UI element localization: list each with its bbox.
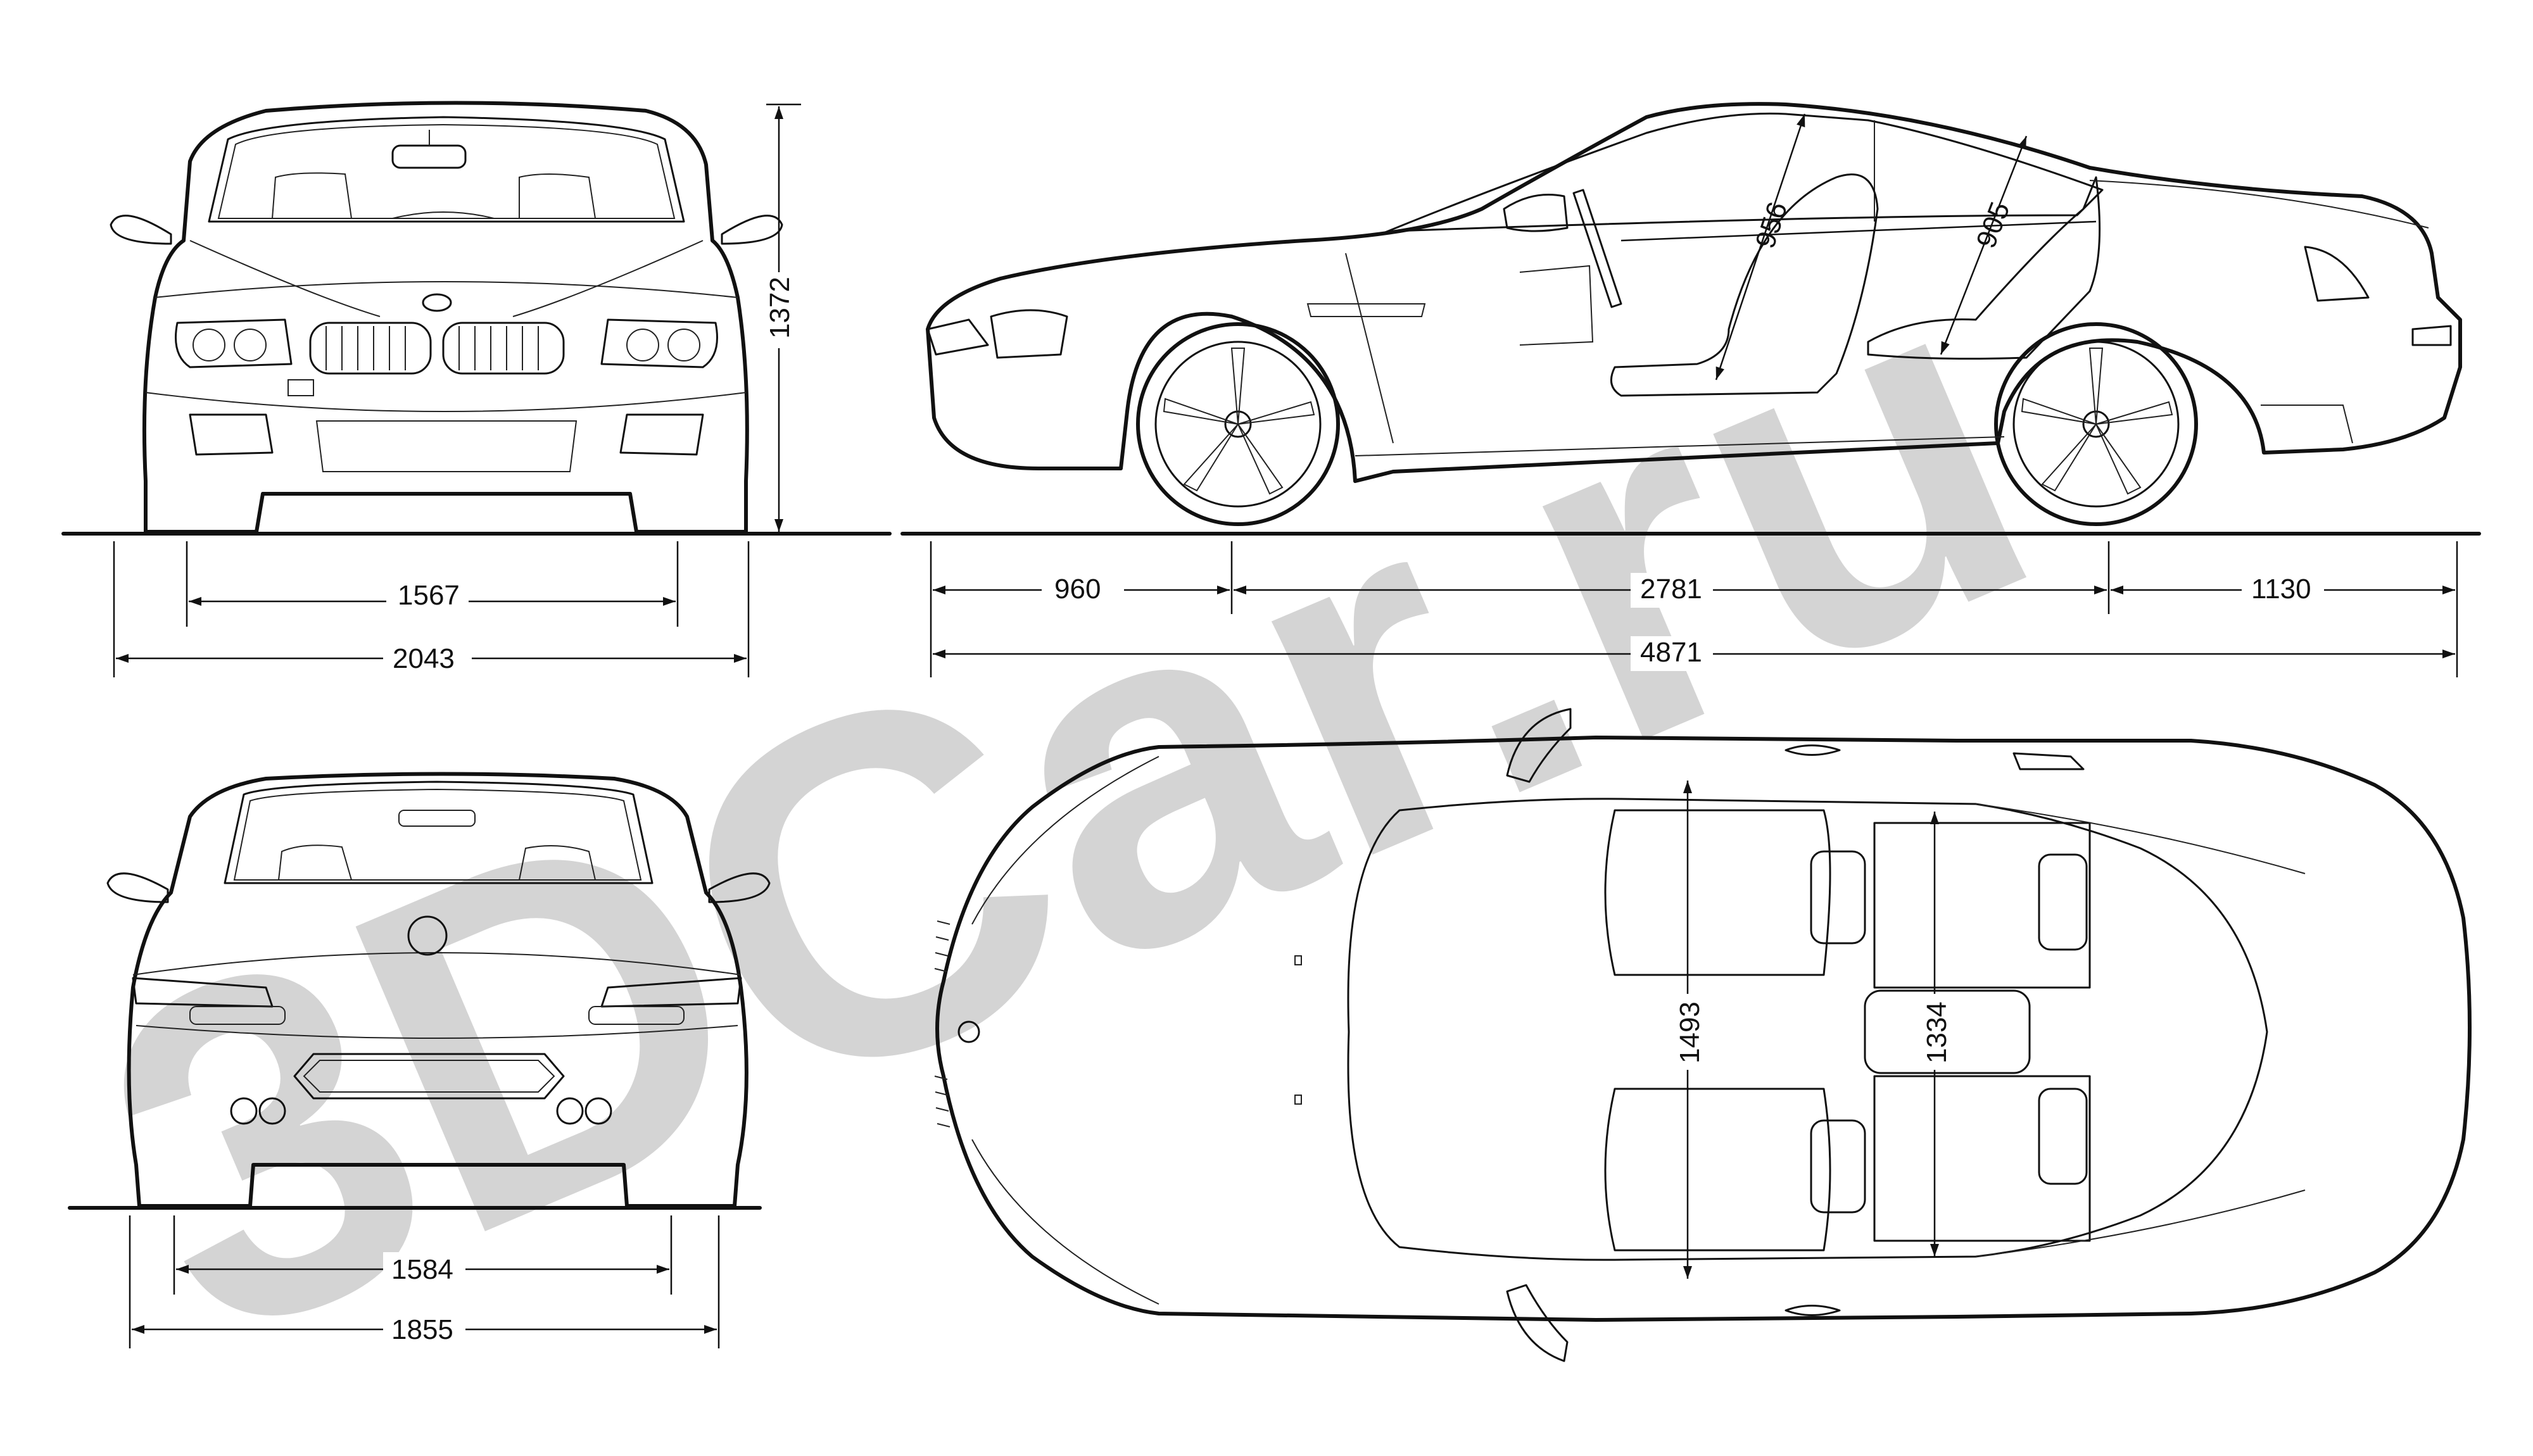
dim-body-width: 1855 bbox=[391, 1314, 453, 1345]
front-wheel bbox=[1136, 322, 1340, 526]
dim-front-shoulder-width: 1493 bbox=[1674, 1001, 1705, 1064]
dim-front-width: 2043 bbox=[393, 643, 455, 674]
dimension-labels: 1372 1567 2043 960 2781 1130 4871 956 90… bbox=[383, 198, 2324, 1346]
side-view bbox=[926, 102, 2462, 526]
dim-front-overhang: 960 bbox=[1054, 574, 1101, 605]
front-view bbox=[110, 101, 783, 534]
top-logo-badge bbox=[957, 1020, 980, 1043]
dim-rear-track: 1584 bbox=[391, 1254, 453, 1285]
dim-overall-length: 4871 bbox=[1640, 637, 1702, 668]
rear-view bbox=[106, 772, 771, 1208]
dim-front-track: 1567 bbox=[398, 580, 460, 611]
logo-badge bbox=[422, 293, 452, 312]
dim-rear-shoulder-width: 1334 bbox=[1921, 1001, 1952, 1064]
dim-rear-headroom: 905 bbox=[1971, 198, 2016, 252]
dim-rear-overhang: 1130 bbox=[2251, 574, 2311, 605]
top-view bbox=[934, 708, 2472, 1362]
dim-front-height: 1372 bbox=[764, 277, 795, 339]
rear-logo-badge bbox=[407, 915, 448, 956]
dim-wheelbase: 2781 bbox=[1640, 574, 1702, 605]
rear-wheel bbox=[1994, 322, 2198, 526]
